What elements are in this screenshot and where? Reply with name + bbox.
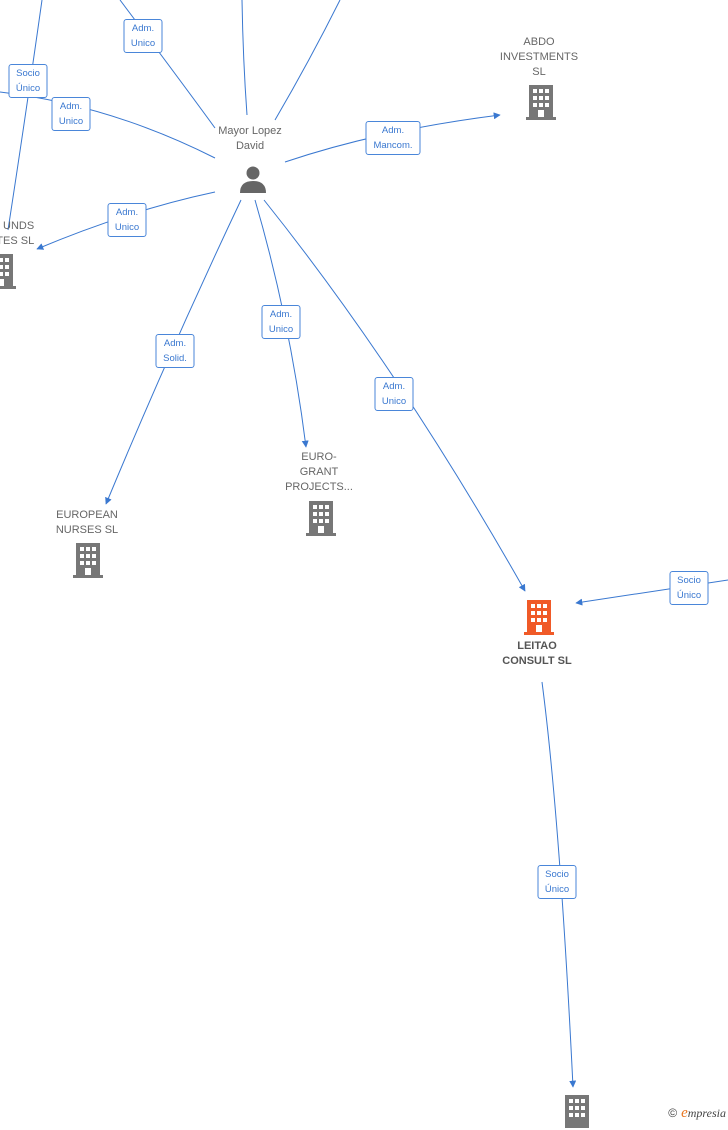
edge-line-right-socio — [575, 579, 728, 606]
edge-label-socio-unico[interactable]: Socio Único — [537, 865, 577, 899]
building-icon[interactable] — [306, 500, 336, 536]
company-eurogrant-name[interactable]: EURO- GRANT PROJECTS... — [285, 451, 353, 493]
company-leitao-name[interactable]: LEITAO CONSULT SL — [502, 640, 572, 667]
edge-label-adm-unico[interactable]: Adm. Unico — [123, 19, 163, 53]
edge-label-adm-solid[interactable]: Adm. Solid. — [155, 334, 195, 368]
edge-line-socio-left — [7, 0, 43, 231]
edge-label-socio-unico[interactable]: Socio Único — [8, 64, 48, 98]
building-icon-focus[interactable] — [524, 599, 554, 635]
building-icon[interactable] — [0, 253, 16, 289]
building-icon[interactable] — [73, 542, 103, 578]
edge-line-bottom — [541, 681, 577, 1088]
edge-label-adm-unico[interactable]: Adm. Unico — [374, 377, 414, 411]
edge-label-adm-unico[interactable]: Adm. Unico — [107, 203, 147, 237]
person-icon[interactable] — [238, 164, 268, 194]
brand-name: mpresia — [687, 1106, 726, 1120]
edge-label-adm-unico[interactable]: Adm. Unico — [261, 305, 301, 339]
edge-label-adm-unico[interactable]: Adm. Unico — [51, 97, 91, 131]
brand-initial: e — [681, 1105, 688, 1121]
building-icon[interactable] — [526, 84, 556, 120]
edge-label-socio-unico[interactable]: Socio Único — [669, 571, 709, 605]
person-name[interactable]: Mayor Lopez David — [218, 125, 282, 152]
edge-label-adm-mancom[interactable]: Adm. Mancom. — [365, 121, 421, 155]
edge-line-left-top — [0, 91, 216, 159]
edge-line-top-3 — [274, 0, 341, 121]
building-icon[interactable] — [562, 1094, 592, 1130]
brand-watermark: ©empresia — [668, 1105, 726, 1122]
edge-line-top-2 — [241, 0, 248, 116]
company-abdo-name[interactable]: ABDO INVESTMENTS SL — [499, 36, 579, 78]
copyright-symbol: © — [668, 1106, 678, 1120]
company-nurses-name[interactable]: EUROPEAN NURSES SL — [55, 509, 119, 536]
edge-line-top-1 — [119, 0, 216, 129]
company-funds-name[interactable]: UNDS ATES SL — [0, 220, 35, 247]
